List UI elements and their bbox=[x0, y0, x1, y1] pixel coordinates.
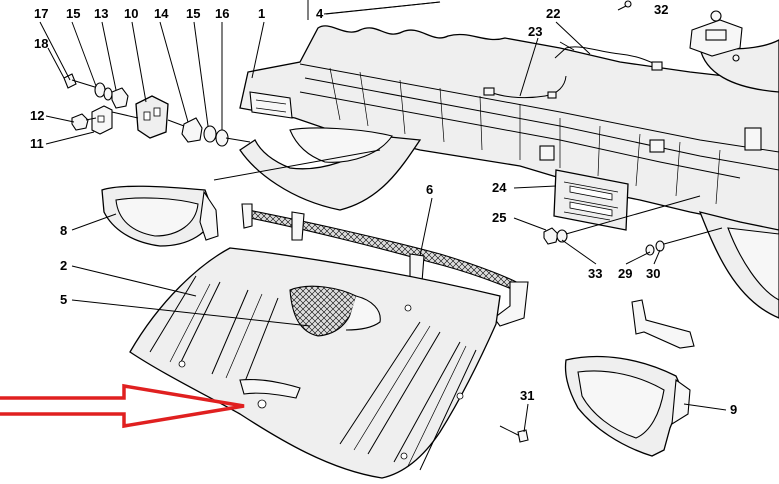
callout-24: 24 bbox=[492, 180, 507, 195]
callout-4: 4 bbox=[316, 6, 324, 21]
highlight-arrow bbox=[0, 383, 245, 429]
callout-1: 1 bbox=[258, 6, 265, 21]
fastener-group bbox=[63, 73, 251, 147]
callout-16: 16 bbox=[215, 6, 229, 21]
callout-30: 30 bbox=[646, 266, 660, 281]
callout-labels: 17 15 13 10 14 15 16 1 18 12 11 4 22 32 … bbox=[30, 2, 737, 417]
screw-31 bbox=[499, 425, 529, 443]
bumper-frame bbox=[239, 25, 779, 319]
top-right-bracket bbox=[624, 0, 743, 62]
diffuser-panel bbox=[129, 247, 501, 479]
callout-25: 25 bbox=[492, 210, 506, 225]
callout-15: 15 bbox=[186, 6, 200, 21]
wiring-harness bbox=[483, 41, 663, 99]
mesh-strip bbox=[241, 203, 529, 327]
callout-32: 32 bbox=[654, 2, 668, 17]
callout-23: 23 bbox=[528, 24, 542, 39]
callout-11: 11 bbox=[30, 136, 44, 151]
right-cup-9 bbox=[564, 355, 691, 457]
callout-29: 29 bbox=[618, 266, 632, 281]
leader-lines bbox=[39, 1, 727, 433]
callout-8: 8 bbox=[60, 223, 67, 238]
callout-12: 12 bbox=[30, 108, 44, 123]
callout-2: 2 bbox=[60, 258, 67, 273]
callout-18: 18 bbox=[34, 36, 48, 51]
callout-14: 14 bbox=[154, 6, 169, 21]
callout-10: 10 bbox=[124, 6, 138, 21]
rod-4 bbox=[307, 0, 441, 20]
callout-17: 17 bbox=[34, 6, 48, 21]
small-nuts bbox=[543, 195, 723, 256]
callout-15: 15 bbox=[66, 6, 80, 21]
plates-24 bbox=[553, 169, 629, 231]
right-bracket bbox=[631, 299, 695, 349]
callout-13: 13 bbox=[94, 6, 108, 21]
callout-6: 6 bbox=[426, 182, 433, 197]
callout-9: 9 bbox=[730, 402, 737, 417]
callout-31: 31 bbox=[520, 388, 534, 403]
callout-5: 5 bbox=[60, 292, 67, 307]
callout-22: 22 bbox=[546, 6, 560, 21]
callout-33: 33 bbox=[588, 266, 602, 281]
left-cup-8 bbox=[101, 185, 219, 247]
